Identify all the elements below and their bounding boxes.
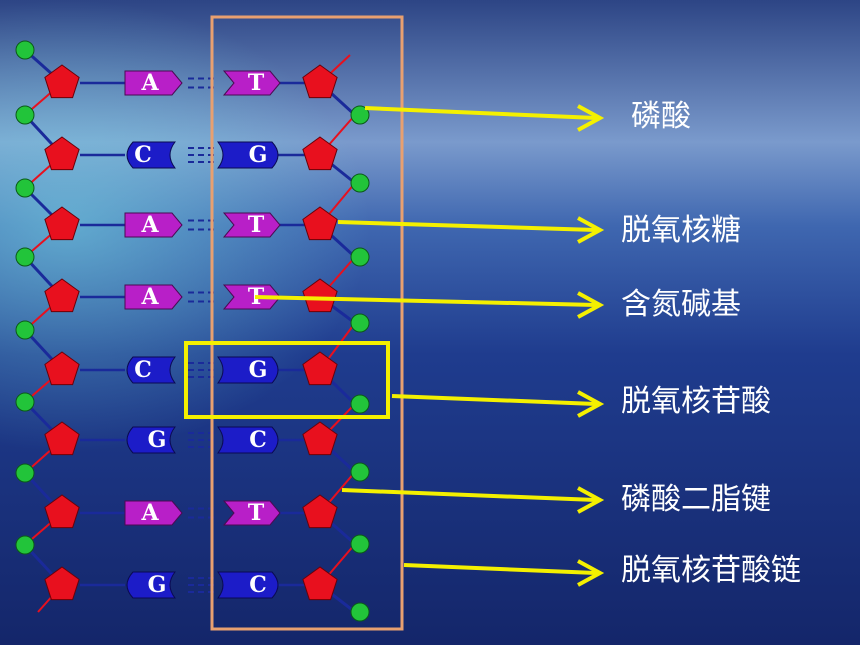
arrow-to-nucleotide-head	[577, 390, 605, 418]
label-phosphodiester-bond: 磷酸二脂键	[621, 482, 771, 517]
right-base-letter: C	[249, 427, 267, 453]
left-phosphate-circle	[15, 178, 35, 198]
right-base-letter: T	[248, 70, 265, 96]
right-phosphate-circle	[350, 602, 370, 622]
right-deoxyribose-pentagon	[302, 421, 338, 456]
left-phosphate-circle	[15, 105, 35, 125]
left-base-shape	[124, 500, 183, 526]
left-deoxyribose-pentagon	[44, 278, 80, 313]
left-base-letter: C	[134, 142, 152, 168]
arrow-to-phosphate	[364, 106, 597, 120]
left-base-letter: A	[140, 500, 159, 526]
right-base-letter: T	[248, 212, 265, 238]
right-base-shape	[222, 70, 281, 96]
left-phosphate-circle	[15, 40, 35, 60]
right-deoxyribose-pentagon	[302, 136, 338, 171]
left-base-letter: G	[148, 427, 167, 453]
left-deoxyribose-pentagon	[44, 64, 80, 99]
label-nucleotide-chain: 脱氧核苷酸链	[621, 553, 801, 588]
right-deoxyribose-pentagon	[302, 494, 338, 529]
right-base-shape	[222, 284, 281, 310]
right-base-shape	[222, 212, 281, 238]
arrow-to-base-head	[577, 291, 605, 319]
left-base-letter: A	[140, 212, 159, 238]
arrow-to-base	[254, 295, 597, 307]
right-deoxyribose-pentagon	[302, 566, 338, 601]
right-base-shape	[216, 571, 279, 599]
right-base-shape	[216, 141, 279, 169]
left-deoxyribose-pentagon	[44, 136, 80, 171]
arrow-to-phosphodiester-head	[577, 486, 605, 514]
annotation-labels: 磷酸 脱氧核糖 含氮碱基 脱氧核苷酸 磷酸二脂键 脱氧核苷酸链	[621, 99, 801, 588]
left-deoxyribose-pentagon	[44, 206, 80, 241]
left-phosphate-circle	[15, 535, 35, 555]
right-phosphate-circle	[350, 394, 370, 414]
strand-highlight-box	[210, 15, 404, 631]
label-deoxyribose: 脱氧核糖	[621, 213, 741, 248]
left-deoxyribose-pentagon	[44, 421, 80, 456]
left-base-shape	[124, 212, 183, 238]
right-phosphate-circle	[350, 105, 370, 125]
right-base-letter: G	[249, 357, 268, 383]
right-deoxyribose-pentagon	[302, 278, 338, 313]
arrow-to-deoxyribose	[337, 220, 597, 232]
arrow-to-phosphodiester	[341, 488, 597, 502]
arrow-to-phosphate-head	[577, 104, 605, 132]
left-phosphate-circle	[15, 392, 35, 412]
label-nitrogenous-base: 含氮碱基	[621, 287, 741, 322]
left-deoxyribose-pentagon	[44, 566, 80, 601]
right-deoxyribose-pentagon	[302, 206, 338, 241]
right-phosphate-circle	[350, 247, 370, 267]
right-deoxyribose-pentagon	[302, 351, 338, 386]
right-base-shape	[216, 426, 279, 454]
arrow-to-nucleotide	[391, 394, 597, 406]
right-phosphate-circle	[350, 173, 370, 193]
arrow-to-chain-head	[577, 559, 605, 587]
right-phosphate-circle	[350, 462, 370, 482]
left-phosphate-circle	[15, 247, 35, 267]
left-base-letter: G	[148, 572, 167, 598]
left-phosphate-circle	[15, 463, 35, 483]
left-base-letter: A	[140, 70, 159, 96]
label-phosphate: 磷酸	[631, 99, 691, 134]
right-deoxyribose-pentagon	[302, 64, 338, 99]
right-base-letter: C	[249, 572, 267, 598]
left-base-shape	[124, 284, 183, 310]
right-base-letter: T	[248, 500, 265, 526]
left-base-shape	[124, 70, 183, 96]
left-base-shape	[126, 356, 177, 384]
arrow-to-deoxyribose-head	[577, 216, 605, 244]
annotation-arrows	[254, 104, 605, 587]
left-deoxyribose-pentagon	[44, 351, 80, 386]
arrow-to-chain	[403, 563, 597, 575]
right-base-shape	[222, 500, 281, 526]
left-base-shape	[126, 426, 177, 454]
right-base-shape	[216, 356, 279, 384]
left-base-shape	[126, 571, 177, 599]
nucleotide-highlight-box	[184, 341, 390, 419]
left-base-shape	[126, 141, 177, 169]
left-deoxyribose-pentagon	[44, 494, 80, 529]
label-nucleotide: 脱氧核苷酸	[621, 384, 771, 419]
right-phosphate-circle	[350, 313, 370, 333]
right-base-letter: G	[249, 142, 268, 168]
left-phosphate-circle	[15, 320, 35, 340]
left-base-letter: A	[140, 284, 159, 310]
left-base-letter: C	[134, 357, 152, 383]
right-phosphate-circle	[350, 534, 370, 554]
